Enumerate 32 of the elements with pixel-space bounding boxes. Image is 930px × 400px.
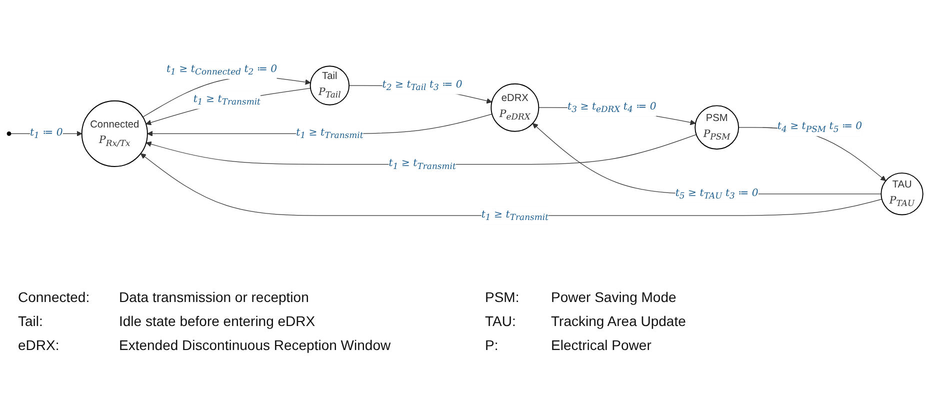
- edge-label: t$_{1}$ ≥ t$_{Transmit}$: [296, 126, 364, 141]
- legend-text: Tail:: [18, 313, 44, 329]
- legend-text: Data transmission or reception: [119, 289, 310, 305]
- edge-label: t$_{2}$ ≥ t$_{Tail}$ t$_{3}$ ≔ 0: [382, 78, 462, 93]
- state-diagram: t$_{1}$ ≔ 0 t$_{1}$ ≥ t$_{Connected}$ t$_{2}$ ≔ 0 t$_{2}$ ≥ t$_{Tail}$ t$_{3}$ ≔ 0 t$_{3}$ ≥ t$_{eDRX}$ t$_{4}$ ≔ 0 t$_{4}$ ≥ t$_{PSM}$ t$_{5}$ ≔ 0 t$_{1}$ ≥ t$_{Transmit}$ t$_{1}$ ≥ t$_{Transmit}$ t$_{1}$ ≥ t$_{Transmit}$ t$_{5}$ ≥ t$_{TAU}$ t$_{3}$ ≔ 0 t$_{1}$ ≥ t$_{Transmit}$ Connected P$_{Rx/Tx}$ Tail P$_{Tail}$ eDRX P$_{eDRX}$ PSM P$_{PSM}$ TAU P$_{TAU}$: [2, 55, 928, 230]
- legend-text: Connected:: [18, 289, 91, 305]
- edge-label: t$_{1}$ ≥ t$_{Connected}$ t$_{2}$ ≔ 0: [166, 62, 278, 78]
- arrow: [140, 154, 882, 216]
- legend-text: Tracking Area Update: [551, 313, 687, 329]
- legend-text: Idle state before entering eDRX: [119, 313, 316, 329]
- legend-text: PSM:: [485, 289, 520, 305]
- edge-label: t$_{3}$ ≥ t$_{eDRX}$ t$_{4}$ ≔ 0: [568, 100, 656, 115]
- legend-text: Extended Discontinuous Reception Window: [119, 337, 392, 353]
- legend-text: eDRX:: [18, 337, 60, 353]
- edge-label: t$_{1}$ ≥ t$_{Transmit}$: [388, 156, 456, 172]
- edge-label: t$_{1}$ ≥ t$_{Transmit}$: [481, 208, 548, 223]
- edge-label: t$_{1}$ ≥ t$_{Transmit}$: [193, 92, 260, 108]
- legend-text: Power Saving Mode: [551, 289, 678, 305]
- legend-text: P:: [485, 337, 500, 353]
- node-circle: [490, 84, 540, 132]
- legend-text: TAU:: [485, 313, 517, 329]
- arrow: [142, 77, 311, 118]
- node-circle: [6, 132, 12, 136]
- edge-label: t$_{5}$ ≥ t$_{TAU}$ t$_{3}$ ≔ 0: [675, 186, 758, 202]
- node-circle: [81, 100, 148, 168]
- node-circle: [694, 105, 740, 150]
- node-circle: [880, 172, 924, 216]
- arrow: [146, 88, 311, 126]
- node-circle: [310, 66, 350, 106]
- legend-text: Electrical Power: [551, 337, 652, 353]
- edge-label: t$_{4}$ ≥ t$_{PSM}$ t$_{5}$ ≔ 0: [777, 120, 862, 135]
- edge-label: t$_{1}$ ≔ 0: [30, 126, 63, 141]
